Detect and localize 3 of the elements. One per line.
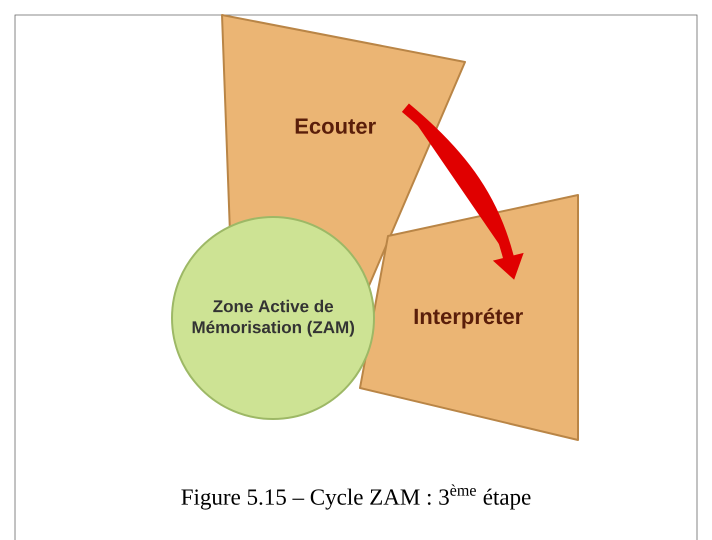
circle-node: Zone Active de Mémorisation (ZAM): [171, 216, 375, 420]
figure-caption: Figure 5.15 – Cycle ZAM : 3$^{ème}$ étape: [181, 484, 530, 510]
trapezoid-box: Interpréter: [359, 194, 579, 441]
